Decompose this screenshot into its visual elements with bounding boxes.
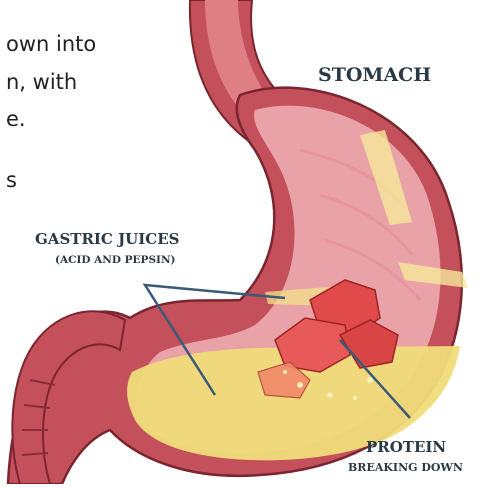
intro-text-line: s — [6, 170, 17, 191]
protein-label: PROTEIN — [366, 440, 446, 455]
intro-text-line: own into — [6, 34, 96, 55]
stomach-label: STOMACH — [318, 66, 431, 85]
intro-text-line: n, with — [6, 72, 77, 93]
protein-sublabel: BREAKING DOWN — [348, 462, 463, 473]
intro-text-line: e. — [6, 109, 26, 130]
gastric-juices-label: GASTRIC JUICES — [35, 232, 180, 247]
gastric-juices-sublabel: (ACID AND PEPSIN) — [55, 255, 176, 266]
